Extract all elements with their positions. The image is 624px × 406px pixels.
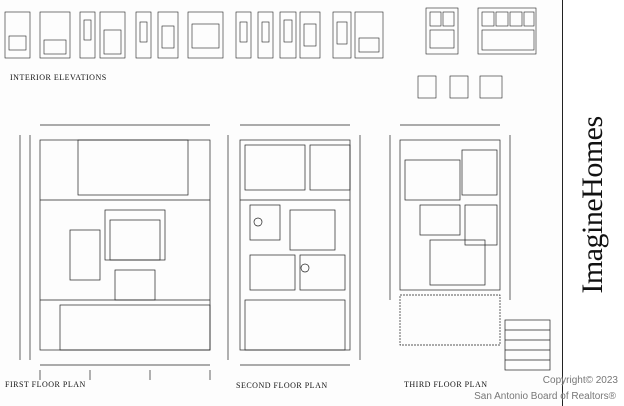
- interior-elevations-title: INTERIOR ELEVATIONS: [10, 73, 107, 82]
- brand-name: ImagineHomes: [576, 116, 609, 294]
- upper-right-elevations: [417, 7, 537, 99]
- brand-logo: ImagineHomes: [568, 70, 618, 340]
- first-floor-plan-title: FIRST FLOOR PLAN: [5, 380, 86, 389]
- interior-elevation-row: [4, 11, 384, 59]
- third-floor-plan: [389, 124, 551, 371]
- third-floor-plan-title: THIRD FLOOR PLAN: [404, 380, 488, 389]
- listing-source-watermark: San Antonio Board of Realtors®: [474, 391, 616, 402]
- second-floor-plan-title: SECOND FLOOR PLAN: [236, 381, 328, 390]
- first-floor-plan: [19, 124, 211, 380]
- second-floor-plan: [227, 124, 361, 366]
- title-block: [562, 0, 624, 406]
- copyright-notice: Copyright© 2023: [542, 375, 618, 386]
